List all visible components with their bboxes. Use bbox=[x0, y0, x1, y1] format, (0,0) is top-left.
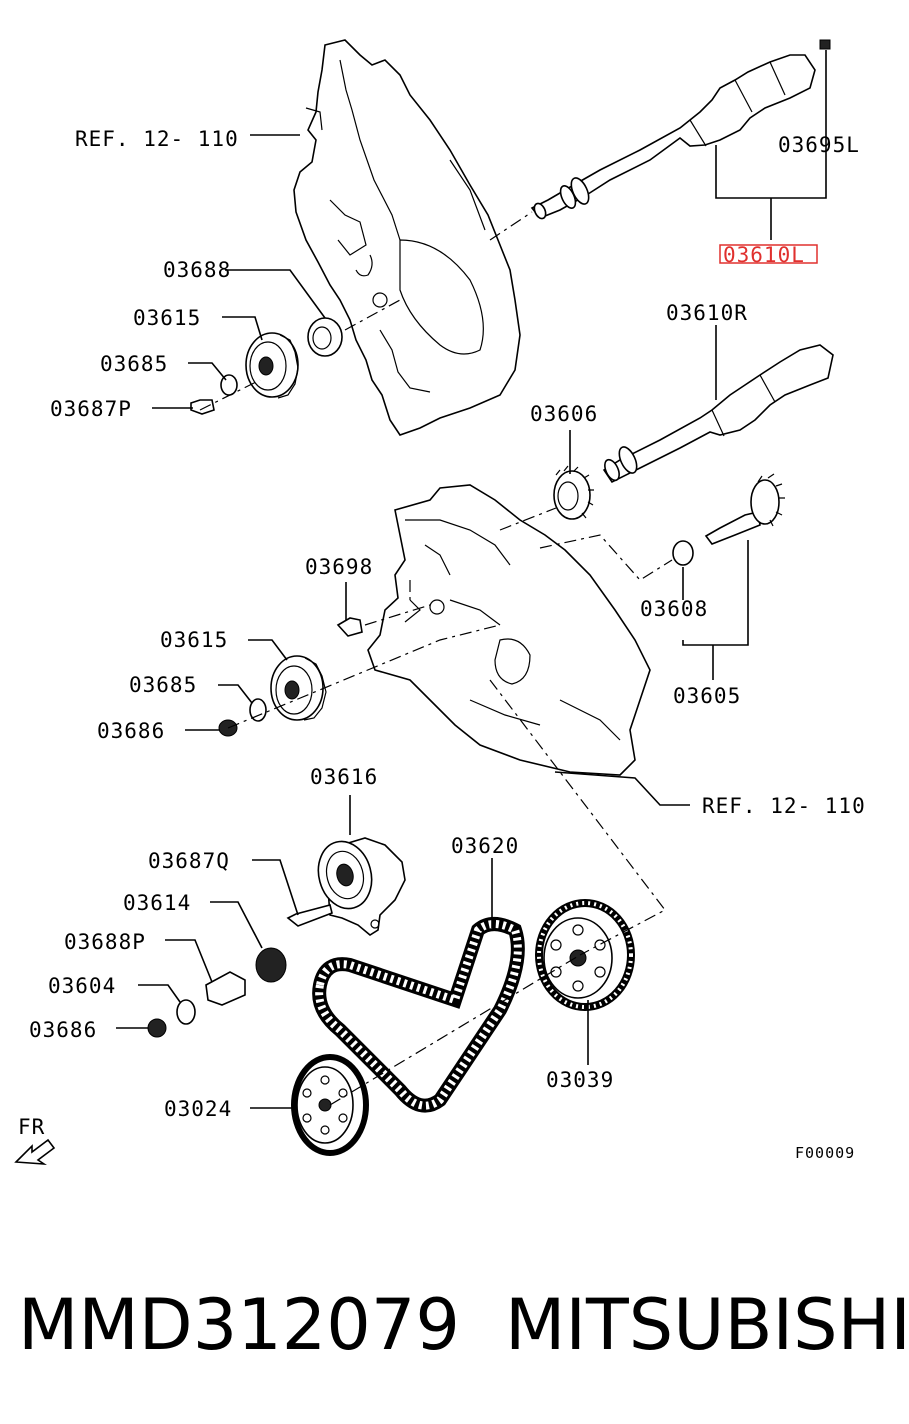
sprocket-03039 bbox=[535, 899, 635, 1011]
figure-code: F00009 bbox=[795, 1144, 855, 1162]
label-03616: 03616 bbox=[310, 765, 378, 789]
bolt-03698 bbox=[336, 617, 363, 637]
label-03615-lower: 03615 bbox=[160, 628, 228, 652]
timing-belt-03620 bbox=[312, 917, 525, 1113]
label-03620: 03620 bbox=[451, 834, 519, 858]
label-03614: 03614 bbox=[123, 891, 191, 915]
nut-03686-lower bbox=[147, 1018, 167, 1038]
bolt-03687Q bbox=[286, 904, 333, 927]
bolt-03687P bbox=[190, 399, 215, 415]
label-03685-upper: 03685 bbox=[100, 352, 168, 376]
label-03024: 03024 bbox=[164, 1097, 232, 1121]
tensioner-03616 bbox=[317, 837, 406, 936]
label-03604: 03604 bbox=[48, 974, 116, 998]
label-03688P: 03688P bbox=[64, 930, 146, 954]
leader-lines bbox=[116, 50, 827, 1109]
spacer-03688P bbox=[205, 971, 246, 1006]
label-03686-lower: 03686 bbox=[29, 1018, 97, 1042]
label-03687Q: 03687Q bbox=[148, 849, 230, 873]
idler-pulley-03615-lower bbox=[270, 655, 327, 721]
label-03610L: 03610L bbox=[723, 243, 805, 267]
exploded-view-diagram: REF. 12- 110 03688 03615 03685 03687P 03… bbox=[14, 39, 866, 1166]
label-03698: 03698 bbox=[305, 555, 373, 579]
center-lines bbox=[199, 211, 673, 1106]
upper-timing-cover bbox=[293, 39, 521, 436]
label-03039: 03039 bbox=[546, 1068, 614, 1092]
front-direction-arrow bbox=[14, 1138, 56, 1166]
part-number: MMD312079 bbox=[18, 1284, 460, 1366]
part-labels: REF. 12- 110 03688 03615 03685 03687P 03… bbox=[18, 127, 866, 1162]
shaft-gear-03605 bbox=[704, 473, 785, 545]
washer-03604 bbox=[176, 999, 196, 1025]
highlight-box-03610L bbox=[719, 244, 818, 264]
gear-03606 bbox=[553, 465, 594, 520]
label-03606: 03606 bbox=[530, 402, 598, 426]
idler-pulley-03615-upper bbox=[245, 332, 299, 399]
balancer-shaft-right bbox=[602, 344, 834, 484]
nut-03695L bbox=[819, 39, 831, 50]
label-03695L: 03695L bbox=[778, 133, 860, 157]
lower-timing-cover bbox=[367, 484, 651, 776]
label-fr: FR bbox=[18, 1115, 45, 1139]
ref-label-top: REF. 12- 110 bbox=[75, 127, 239, 151]
label-03685-lower: 03685 bbox=[129, 673, 197, 697]
part-caption: MMD312079 MITSUBISHI bbox=[0, 1270, 909, 1380]
label-03615-upper: 03615 bbox=[133, 306, 201, 330]
washer-03685-lower bbox=[249, 698, 267, 722]
bushing-03608 bbox=[672, 540, 694, 566]
label-03687P: 03687P bbox=[50, 397, 132, 421]
balancer-shaft-left bbox=[530, 54, 816, 220]
ref-label-mid: REF. 12- 110 bbox=[702, 794, 866, 818]
label-03605: 03605 bbox=[673, 684, 741, 708]
label-03688: 03688 bbox=[163, 258, 231, 282]
label-03686-upper: 03686 bbox=[97, 719, 165, 743]
brand-name: MITSUBISHI bbox=[505, 1284, 909, 1366]
spring-03614 bbox=[255, 947, 287, 983]
label-03610R: 03610R bbox=[666, 301, 748, 325]
label-03608: 03608 bbox=[640, 597, 708, 621]
